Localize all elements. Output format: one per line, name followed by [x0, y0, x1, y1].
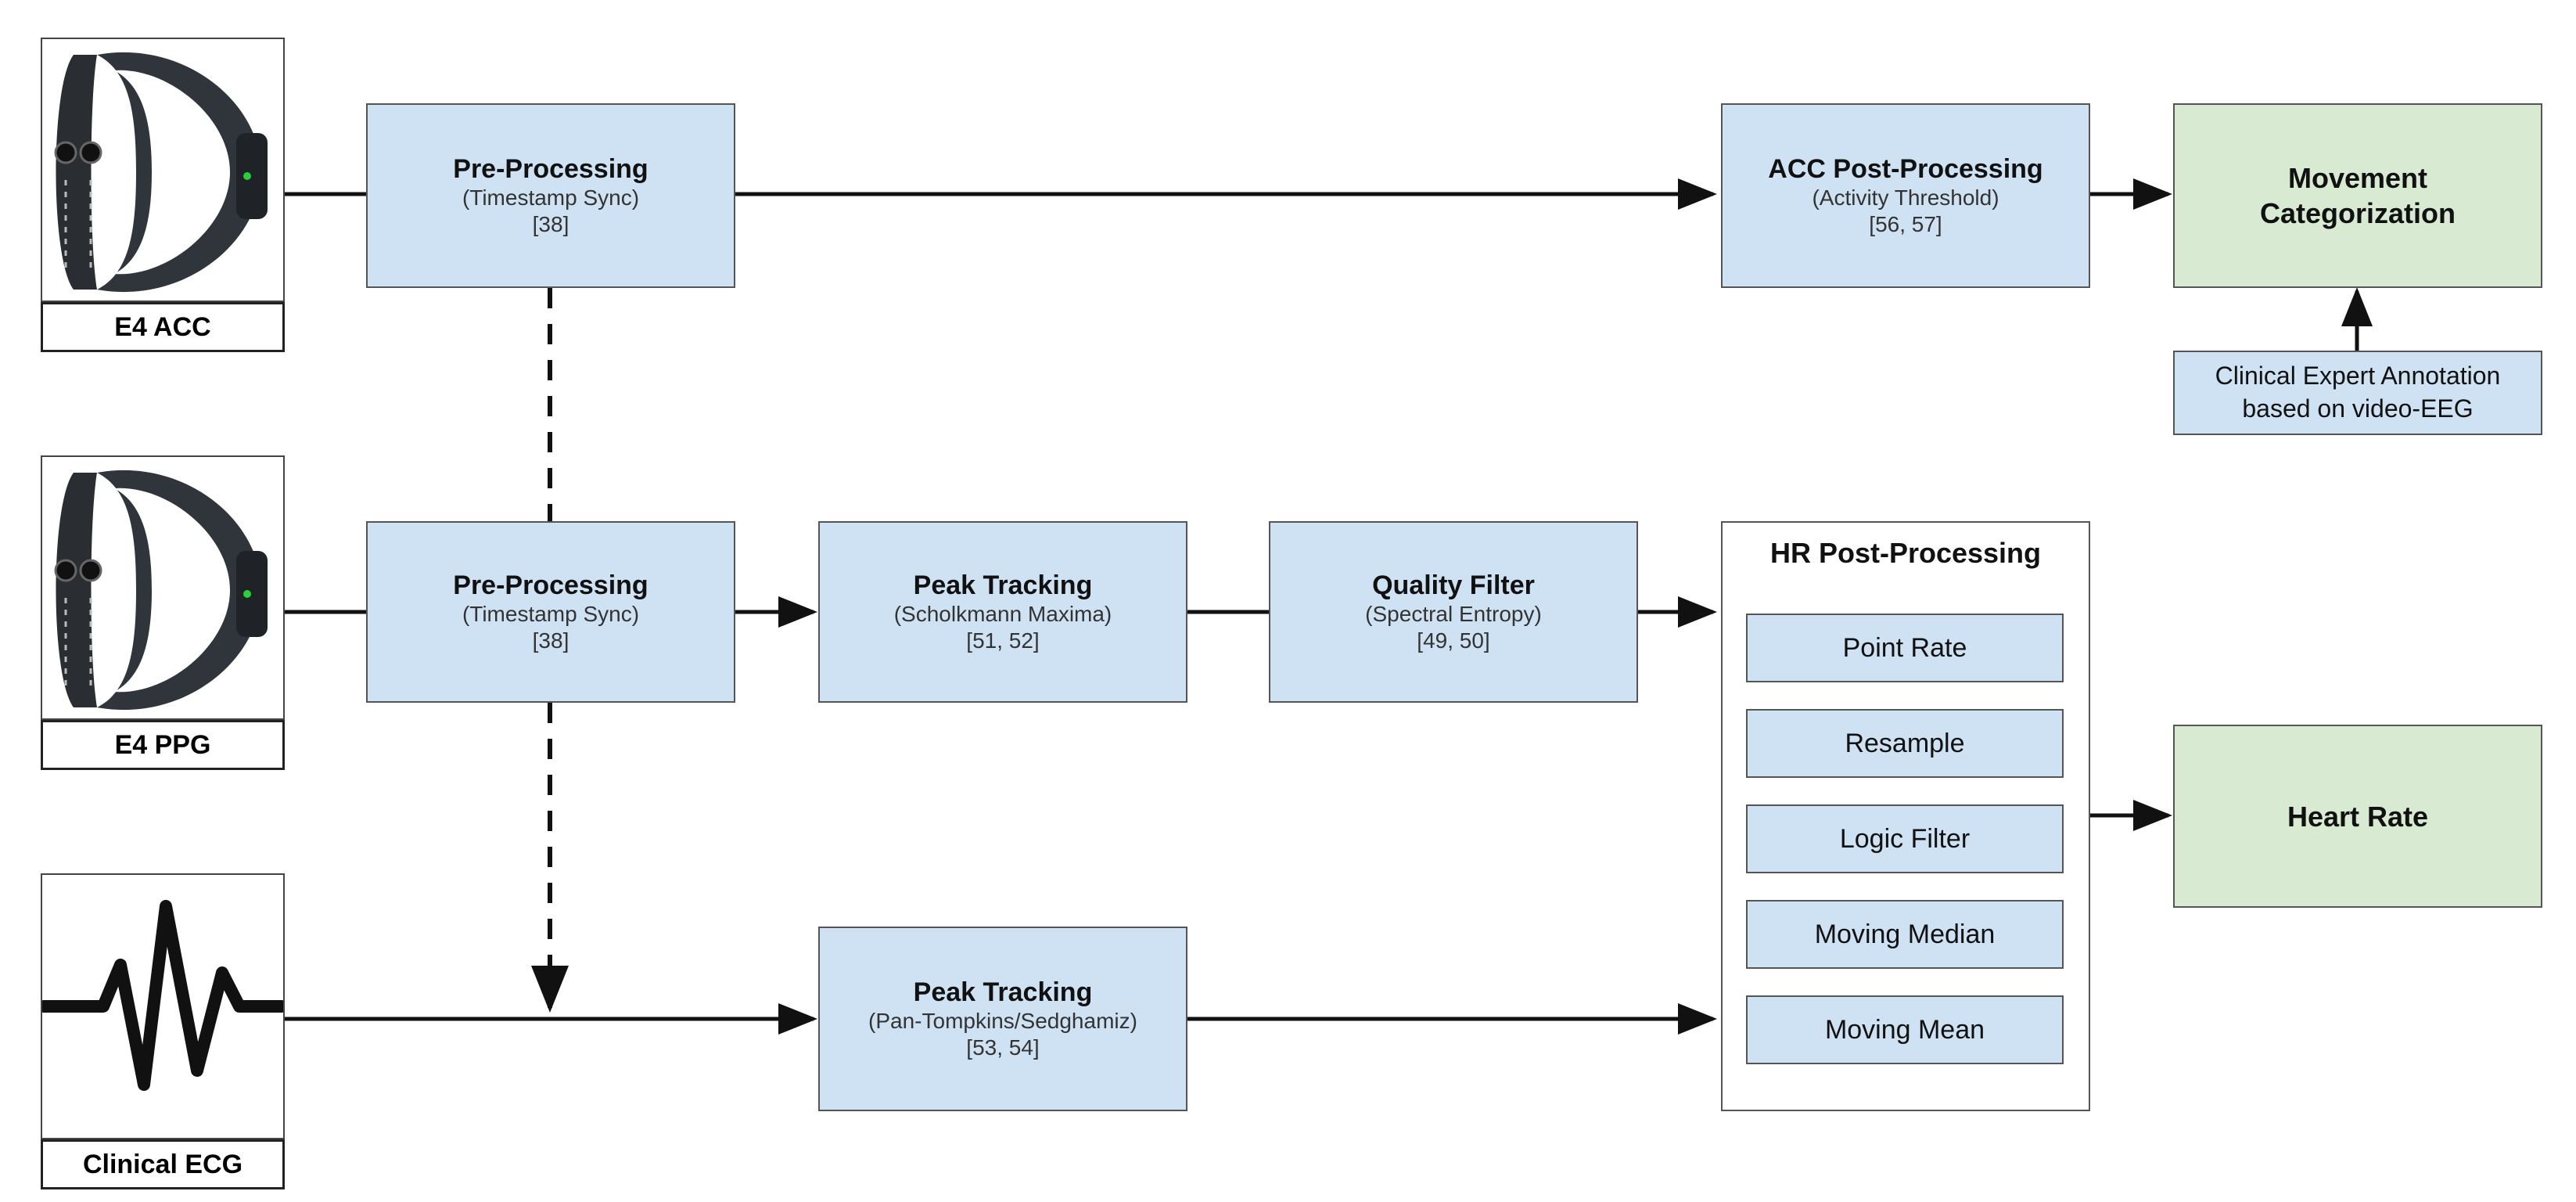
movement-line2: Categorization — [2259, 197, 2456, 229]
wristband-device-icon — [54, 470, 268, 711]
acc-post-sub: (Activity Threshold) — [1812, 185, 1999, 210]
heart-rate-output-box: Heart Rate — [2173, 725, 2542, 908]
ppg-peak-ref: [51, 52] — [966, 628, 1040, 653]
annotation-line2: based on video-EEG — [2242, 394, 2474, 423]
quality-title: Quality Filter — [1372, 570, 1535, 600]
acc-preprocessing-box: Pre-Processing (Timestamp Sync) [38] — [366, 103, 735, 288]
e4-ppg-label: E4 PPG — [41, 720, 285, 770]
ppg-peak-tracking-box: Peak Tracking (Scholkmann Maxima) [51, 5… — [818, 521, 1187, 703]
ppg-pre-sub: (Timestamp Sync) — [462, 601, 640, 626]
ppg-peak-sub: (Scholkmann Maxima) — [893, 601, 1112, 626]
movement-line1: Movement — [2287, 162, 2428, 194]
hr-post-title: HR Post-Processing — [1769, 537, 2042, 569]
ecg-peak-title: Peak Tracking — [913, 977, 1093, 1007]
hr-step-label: Resample — [1845, 728, 1965, 758]
ecg-waveform-icon — [38, 900, 288, 1091]
ecg-peak-sub: (Pan-Tompkins/Sedghamiz) — [868, 1008, 1137, 1033]
ppg-pre-title: Pre-Processing — [453, 570, 648, 600]
hr-step-label: Point Rate — [1842, 632, 1967, 663]
clinical-ecg-label: Clinical ECG — [41, 1139, 285, 1189]
hr-step-label: Logic Filter — [1839, 823, 1971, 854]
annotation-line1: Clinical Expert Annotation — [2215, 362, 2501, 390]
wristband-device-icon — [54, 52, 268, 293]
acc-post-ref: [56, 57] — [1869, 211, 1942, 236]
hr-step-label: Moving Mean — [1824, 1014, 1985, 1045]
clinical-ecg-device — [38, 873, 288, 1139]
acc-post-title: ACC Post-Processing — [1768, 153, 2043, 184]
clinical-annotation-box: Clinical Expert Annotation based on vide… — [2173, 351, 2542, 435]
quality-sub: (Spectral Entropy) — [1365, 601, 1542, 626]
e4-acc-label: E4 ACC — [41, 302, 285, 352]
hr-step-logic-filter: Logic Filter — [1746, 804, 2064, 873]
acc-pre-ref: [38] — [532, 211, 569, 236]
ecg-peak-ref: [53, 54] — [966, 1035, 1040, 1060]
hr-step-moving-mean: Moving Mean — [1746, 995, 2064, 1064]
ppg-pre-ref: [38] — [532, 628, 569, 653]
quality-ref: [49, 50] — [1417, 628, 1490, 653]
ppg-peak-title: Peak Tracking — [913, 570, 1093, 600]
acc-pre-sub: (Timestamp Sync) — [462, 185, 640, 210]
ppg-preprocessing-box: Pre-Processing (Timestamp Sync) [38] — [366, 521, 735, 703]
ecg-peak-tracking-box: Peak Tracking (Pan-Tompkins/Sedghamiz) [… — [818, 927, 1187, 1111]
ppg-quality-filter-box: Quality Filter (Spectral Entropy) [49, 5… — [1269, 521, 1638, 703]
hr-step-label: Moving Median — [1814, 919, 1996, 949]
e4-ppg-device — [41, 455, 285, 720]
e4-acc-device — [41, 38, 285, 302]
hr-step-moving-median: Moving Median — [1746, 900, 2064, 969]
heart-rate-label: Heart Rate — [2287, 800, 2429, 833]
movement-categorization-box: Movement Categorization — [2173, 103, 2542, 288]
acc-pre-title: Pre-Processing — [453, 153, 648, 184]
hr-step-resample: Resample — [1746, 709, 2064, 778]
hr-step-point-rate: Point Rate — [1746, 614, 2064, 682]
acc-postprocessing-box: ACC Post-Processing (Activity Threshold)… — [1721, 103, 2090, 288]
